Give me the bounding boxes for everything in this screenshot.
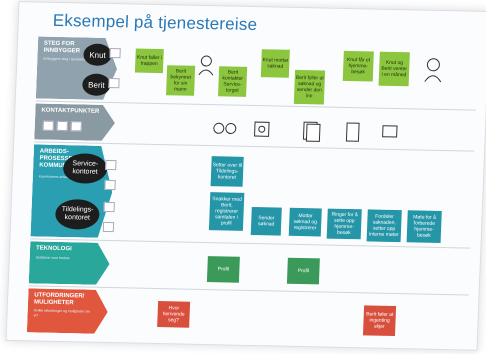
process-note: Fordeler saknaden, setter opp interne mø… [366, 209, 402, 243]
challenge-note: Hvor henvende seg? [157, 301, 191, 328]
marker-box [103, 201, 115, 213]
letter-sketch-icon [302, 121, 321, 142]
person-sketch-icon [424, 58, 442, 83]
technology-note: Profil [206, 256, 240, 283]
marker-box [104, 179, 116, 191]
marker-box [108, 77, 120, 89]
sticky-note: Knut mottar saknad [260, 49, 290, 78]
lane-utfordringer-label: UTFORDRINGER/ MULIGHETER [33, 292, 85, 307]
touchpoint-box [56, 120, 68, 132]
form-sketch-icon [345, 122, 360, 142]
challenge-note: Berit føler at ingenting skjer [362, 305, 397, 337]
sticky-note: Knut faller i trappen [134, 48, 164, 74]
page-title: Eksempel på tjenestereise [52, 10, 258, 35]
sticky-note: Berit fyller ut søknad og sender den inn [293, 69, 326, 105]
lane-kontakt-label: KONTAKTPUNKTER [41, 107, 100, 115]
process-note: Mottar søknad og registrerer [288, 207, 322, 237]
lane-utfordringer: UTFORDRINGER/ MULIGHETER Hvilke utfordri… [27, 288, 469, 341]
lane-teknologi: TEKNOLOGI Systemer som brukes [29, 241, 471, 292]
phone-sketch-icon [213, 122, 237, 135]
sticky-note: Berit bekymret for sin mann [166, 65, 196, 96]
lane-utfordringer-sub: Hvilke utfordringer og muligheter ser vi… [33, 308, 91, 318]
process-note: Ringer for å sette opp hjemme-besøk [326, 208, 362, 240]
sticky-note: Knut får et hjemme-besøk [342, 50, 374, 82]
sticky-note: Berit kontakter Service-torget [218, 66, 248, 97]
touchpoint-box [42, 120, 54, 131]
person-sketch-icon [198, 55, 214, 76]
process-note: Sender søknad [250, 206, 282, 236]
marker-box [105, 159, 117, 171]
marker-box [102, 221, 115, 233]
marker-box [109, 48, 121, 59]
sticky-note: Knut og Berit venter i en måned [378, 51, 410, 87]
process-note: Snakker med Berit, registrerer samtalen … [208, 192, 245, 231]
technology-note: Profil [286, 257, 320, 285]
lane-teknologi-label: TEKNOLOGI [35, 245, 72, 253]
process-note: Møte for å forberede hjemme-besøk [406, 210, 442, 243]
touchpoint-box [70, 121, 82, 132]
email-sketch-icon [254, 121, 270, 137]
service-journey-board: Eksempel på tjenestereise STEG FOR INNBY… [5, 1, 486, 351]
process-note: Setter over til Tildelings-kontoret [210, 156, 244, 187]
web-sketch-icon [382, 125, 398, 138]
